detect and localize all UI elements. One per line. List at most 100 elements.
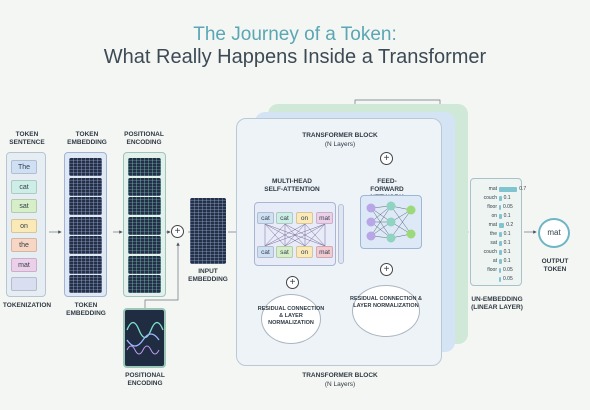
feed-forward-panel [360,195,422,249]
probability-bar [499,187,518,192]
positional-encoding-vector [128,275,161,293]
attention-key-token: on [296,246,313,258]
attention-key-token: cat [257,246,274,258]
probability-value: 0.1 [503,258,511,264]
token-embedding-vector [69,177,102,196]
tokenization-label: TOKENIZATION [2,302,52,309]
transformer-block-bottom-layers: (N Layers) [324,381,356,388]
positional-encoding-vector [128,177,161,196]
probability-bar [499,196,502,201]
token-chip [11,277,37,291]
attention-query-token: mat [316,212,333,224]
probability-bar [499,250,502,255]
probability-bar [499,205,501,210]
token-embedding-vector [69,255,102,274]
token-embedding-bottom-label: TOKEN EMBEDDING [66,302,106,317]
transformer-block-bottom-title: TRANSFORMER BLOCK [302,372,378,379]
token-chip: on [11,218,37,233]
attention-add-operator-icon: + [286,276,299,289]
input-embedding-label: INPUT EMBEDDING [188,268,228,283]
positional-encoding-vector [128,236,161,254]
token-embedding-vector [69,197,102,215]
probability-bar [499,259,502,264]
token-sentence-label: TOKEN SENTENCE [9,131,45,146]
probability-word: on [491,213,497,219]
sine-wave-icon [126,321,164,355]
token-chip: The [11,160,37,174]
token-embedding-vector [69,236,102,254]
attention-key-token: mat [316,246,333,258]
input-embedding-matrix [190,198,226,264]
probability-bar [499,268,501,273]
top-add-operator-icon: + [380,152,393,165]
attention-key-token: sat [276,246,293,258]
attention-lines [264,223,326,247]
probability-value: 0.05 [503,267,513,273]
probability-word: couch [483,249,497,255]
positional-encoding-vector [128,255,161,274]
residual-right-node [352,285,420,337]
transformer-block-top-layers: (N Layers) [324,141,356,148]
probability-word: floor [487,204,497,210]
probability-word: couch [483,195,497,201]
output-token-label: OUTPUT TOKEN [541,258,569,273]
probability-bar [499,277,501,282]
token-chip: mat [11,257,37,272]
probability-word: mat [488,222,497,228]
positional-encoding-vector [128,216,161,235]
residual-right-label: RESIDUAL CONNECTION & LAYER NORMALIZATIO… [349,296,422,309]
token-chip: the [11,238,37,252]
token-embedding-vector [69,216,102,235]
token-embedding-vector [69,158,102,176]
probability-word: floor [487,267,497,273]
token-embedding-vector [69,275,102,293]
token-chip: cat [11,179,37,194]
transformer-block-top-title: TRANSFORMER BLOCK [302,132,378,139]
probability-bar [499,214,502,219]
attention-query-token: cat [276,212,293,224]
probability-row: couch 0.1 [471,248,541,257]
residual-left-node [261,294,321,344]
positional-encoding-panel [123,152,166,297]
probability-row: mat 0.2 [471,221,541,230]
positional-encoding-vector [128,197,161,215]
probability-value: 0.1 [503,231,511,237]
residual-left-label: RESIDUAL CONNECTION & LAYER NORMALIZATIO… [257,306,325,326]
probability-word: the [490,231,497,237]
probability-value: 0.05 [503,276,513,282]
ffn-add-operator-icon: + [380,263,393,276]
probability-value: 0.2 [506,222,514,228]
add-operator-icon: + [171,225,184,238]
probability-row: floor 0.05 [471,266,541,275]
probability-word: at [492,258,497,264]
probability-bar [499,223,505,228]
probability-value: 0.1 [503,195,511,201]
token-chip: sat [11,199,37,213]
positional-encoding-vector [128,158,161,176]
token-embedding-panel [64,152,107,297]
positional-wave-panel [123,308,166,368]
diagram-title-line1: The Journey of a Token: [193,24,397,45]
probability-value: 0.1 [503,213,511,219]
probability-row: on 0.1 [471,212,541,221]
probability-row: the 0.1 [471,230,541,239]
probability-value: 0.1 [503,249,511,255]
tokenization-panel: The cat sat on the mat [6,152,46,297]
attention-query-token: cat [257,212,274,224]
probability-row: 0.05 [471,275,541,284]
multi-head-attention-label: MULTI-HEAD SELF-ATTENTION [264,178,320,193]
positional-encoding-top-label: POSITIONAL ENCODING [124,131,164,146]
probability-value: 0.05 [503,204,513,210]
probability-word: mat [488,186,497,192]
neural-network-icon [366,201,416,243]
attention-head-stack [338,204,344,264]
probability-row: at 0.1 [471,257,541,266]
attention-query-token: on [296,212,313,224]
unembedding-label: UN-EMBEDDING (LINEAR LAYER) [471,296,523,311]
diagram-title-line2: What Really Happens Inside a Transformer [103,46,487,68]
output-token-bubble: mat [538,218,570,248]
probability-row: couch 0.1 [471,194,541,203]
probability-word: sat [490,240,497,246]
